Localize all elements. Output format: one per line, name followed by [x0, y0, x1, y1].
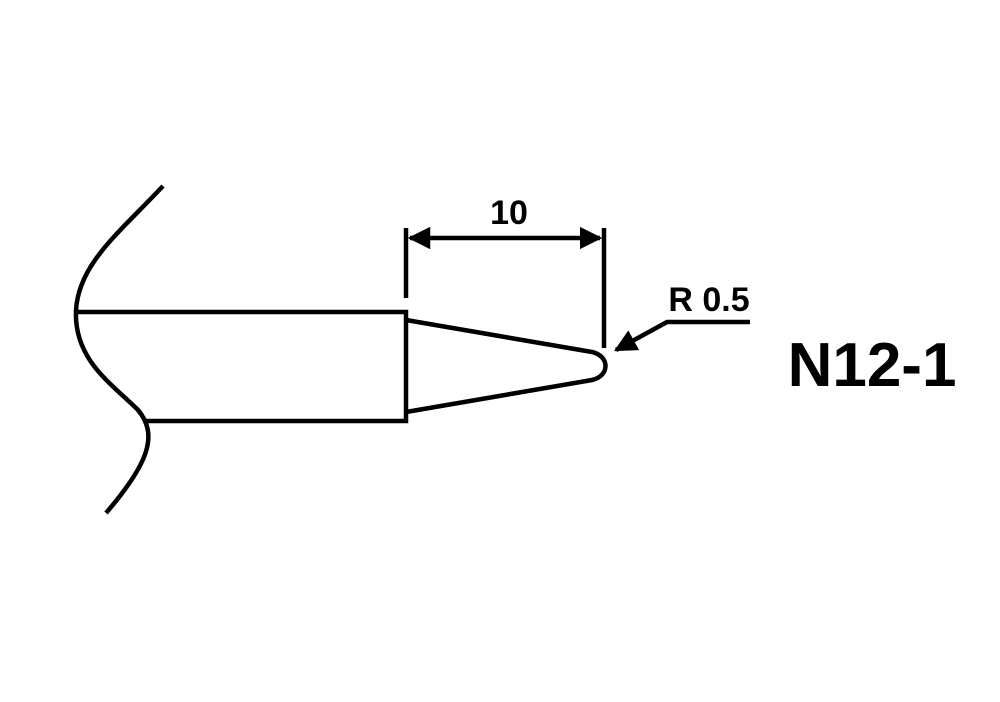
model-code-label: N12-1	[788, 331, 957, 400]
tip-cone	[405, 317, 608, 415]
break-line	[73, 184, 165, 515]
dimension-value-label: 10	[490, 194, 528, 232]
tip-shank	[76, 309, 409, 424]
radius-leader-line	[614, 319, 750, 352]
radius-label: R 0.5	[668, 281, 749, 319]
